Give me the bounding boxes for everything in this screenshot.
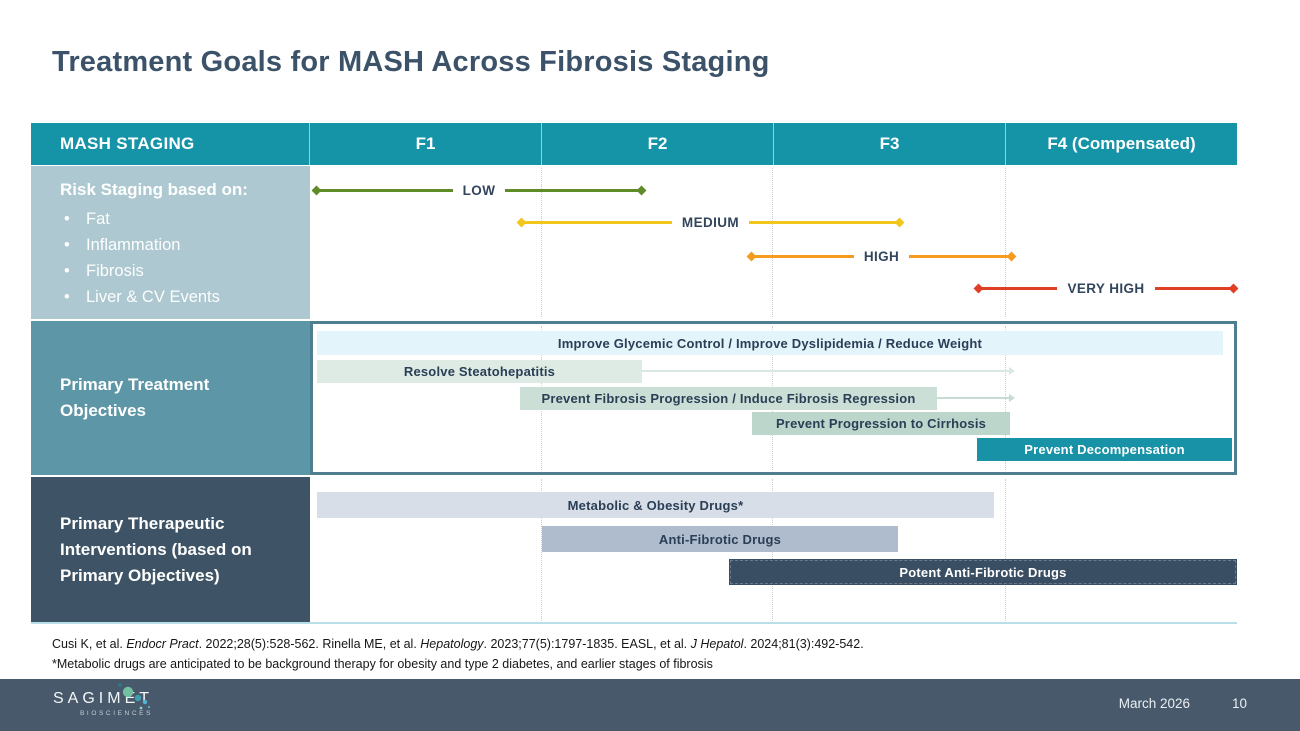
column-divider-f1-f2 (541, 168, 542, 317)
arrow-diamond-icon (894, 217, 905, 227)
footnotes: Cusi K, et al. Endocr Pract. 2022;28(5):… (52, 634, 864, 674)
arrow-line (505, 188, 639, 192)
objectives-row: Primary Treatment Objectives Improve Gly… (31, 321, 1237, 475)
risk-arrow-low-label: LOW (462, 182, 496, 198)
objectives-outline-box: Improve Glycemic Control / Improve Dysli… (310, 321, 1237, 475)
risk-arrow-very-high-label: VERY HIGH (1067, 280, 1145, 296)
risk-staging-row: Risk Staging based on: Fat Inflammation … (31, 166, 1239, 319)
page-title: Treatment Goals for MASH Across Fibrosis… (52, 46, 770, 78)
arrow-line (909, 254, 1009, 258)
arrow-head-icon (1009, 394, 1015, 402)
slide-date: March 2026 (1118, 696, 1190, 711)
risk-bullet-liver-cv-events: Liver & CV Events (60, 284, 298, 310)
citation-line: Cusi K, et al. Endocr Pract. 2022;28(5):… (52, 634, 864, 654)
citation-text: Cusi K, et al. (52, 637, 127, 651)
risk-arrow-medium-label: MEDIUM (681, 214, 740, 230)
brand-subtitle: BIOSCIENCES (79, 710, 154, 717)
risk-arrow-high: HIGH (746, 247, 1017, 265)
arrow-diamond-icon (636, 185, 647, 195)
citation-text: . 2022;28(5):528-562. (198, 637, 323, 651)
risk-arrow-medium: MEDIUM (516, 213, 905, 231)
arrow-head-icon (1009, 367, 1015, 375)
risk-bullet-inflammation: Inflammation (60, 232, 298, 258)
interventions-row: Primary Therapeutic Interventions (based… (31, 477, 1237, 623)
objective-bar-prevent-cirrhosis: Prevent Progression to Cirrhosis (752, 412, 1010, 435)
risk-arrow-high-label: HIGH (863, 248, 900, 264)
risk-arrow-low: LOW (311, 181, 647, 199)
citation-text: Rinella ME, et al. (322, 637, 421, 651)
header-cell-mash-staging: MASH STAGING (31, 123, 310, 165)
header-cell-f1: F1 (310, 123, 542, 165)
risk-bullet-list: Fat Inflammation Fibrosis Liver & CV Eve… (60, 206, 298, 310)
objectives-row-label: Primary Treatment Objectives (60, 375, 210, 420)
arrow-line (320, 188, 453, 192)
risk-row-label-cell: Risk Staging based on: Fat Inflammation … (31, 166, 310, 319)
objective-bar-prevent-decompensation: Prevent Decompensation (977, 438, 1232, 461)
arrow-diamond-icon (973, 283, 984, 293)
citation-text: . 2024;81(3):492-542. (743, 637, 864, 651)
arrow-line (982, 286, 1058, 290)
objective-bar-resolve-steatohepatitis: Resolve Steatohepatitis (317, 360, 642, 383)
risk-bullet-fibrosis: Fibrosis (60, 258, 298, 284)
arrow-diamond-icon (1228, 283, 1239, 293)
risk-bullet-fat: Fat (60, 206, 298, 232)
journal-name: Endocr Pract (126, 637, 199, 651)
continuation-arrow-icon (937, 393, 1015, 403)
arrow-diamond-icon (746, 251, 757, 261)
interventions-row-label-cell: Primary Therapeutic Interventions (based… (31, 477, 310, 623)
sagimet-dots-icon (118, 683, 151, 710)
arrow-line (642, 370, 1009, 372)
arrow-line (525, 220, 672, 224)
continuation-arrow-icon (642, 366, 1015, 376)
arrow-diamond-icon (311, 185, 322, 195)
table-bottom-rule (31, 622, 1237, 624)
risk-row-heading: Risk Staging based on: (60, 180, 248, 199)
intervention-bar-metabolic-obesity-drugs: Metabolic & Obesity Drugs* (317, 492, 994, 518)
objectives-chart-area: Improve Glycemic Control / Improve Dysli… (310, 321, 1237, 475)
column-divider-f1-f2 (541, 479, 542, 621)
staging-table-header: MASH STAGING F1 F2 F3 F4 (Compensated) (31, 123, 1237, 165)
intervention-bar-anti-fibrotic-drugs: Anti-Fibrotic Drugs (542, 526, 898, 552)
arrow-line (937, 397, 1009, 399)
intervention-bar-potent-anti-fibrotic-drugs: Potent Anti-Fibrotic Drugs (729, 559, 1237, 585)
risk-chart-area: LOW MEDIUM HIGH VERY HIGH (310, 166, 1239, 319)
column-divider-f2-f3 (772, 168, 773, 317)
column-divider-f3-f4 (1005, 168, 1006, 317)
citation-text: . 2023;77(5):1797-1835. (483, 637, 622, 651)
header-cell-f2: F2 (542, 123, 774, 165)
asterisk-note: *Metabolic drugs are anticipated to be b… (52, 657, 713, 671)
objectives-row-label-cell: Primary Treatment Objectives (31, 321, 310, 475)
journal-name: J Hepatol (690, 637, 744, 651)
interventions-chart-area: Metabolic & Obesity Drugs* Anti-Fibrotic… (310, 477, 1237, 623)
interventions-row-label: Primary Therapeutic Interventions (based… (60, 514, 252, 585)
arrow-line (749, 220, 896, 224)
page-number: 10 (1231, 696, 1247, 711)
header-cell-f3: F3 (774, 123, 1006, 165)
column-divider-f3-f4 (1005, 479, 1006, 621)
objective-bar-glycemic-control: Improve Glycemic Control / Improve Dysli… (317, 331, 1223, 355)
objective-bar-prevent-fibrosis-progression: Prevent Fibrosis Progression / Induce Fi… (520, 387, 937, 410)
risk-arrow-very-high: VERY HIGH (973, 279, 1239, 297)
header-cell-f4: F4 (Compensated) (1006, 123, 1237, 165)
arrow-diamond-icon (1006, 251, 1017, 261)
arrow-diamond-icon (516, 217, 527, 227)
citation-text: EASL, et al. (621, 637, 691, 651)
arrow-line (755, 254, 854, 258)
footer-bar: SAGIMET BIOSCIENCES March 2026 10 (0, 679, 1300, 731)
arrow-line (1154, 286, 1230, 290)
journal-name: Hepatology (420, 637, 484, 651)
